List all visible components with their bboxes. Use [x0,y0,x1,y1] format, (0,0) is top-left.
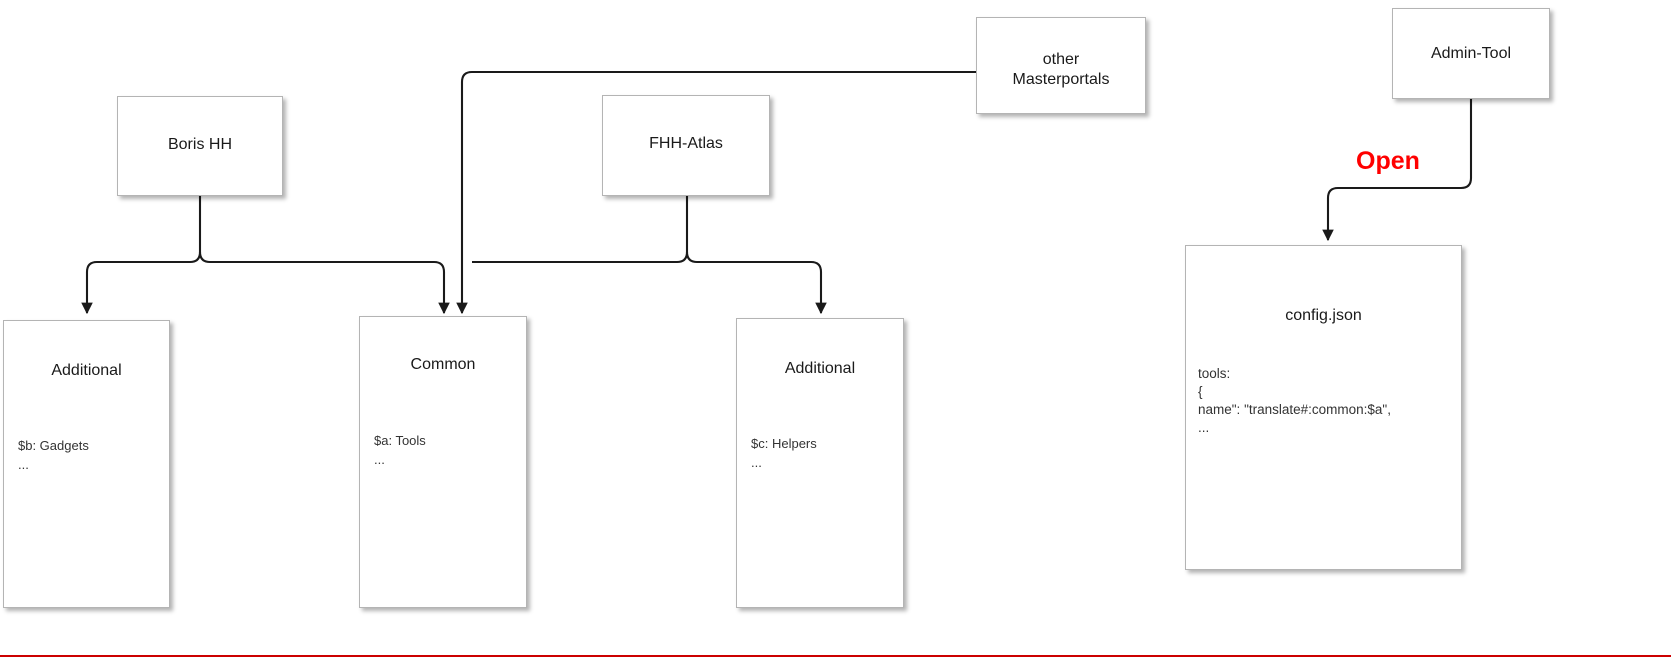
node-additional-right-title: Additional [784,360,856,377]
edge-fhh-to-additional-right [685,251,827,315]
node-boris-hh[interactable]: Boris HH [117,96,283,196]
node-config-json[interactable]: config.json tools: { name": "translate#:… [1185,245,1462,570]
node-other-masterportals[interactable]: other Masterportals [976,17,1146,114]
node-fhh-atlas[interactable]: FHH-Atlas [602,95,770,196]
node-admin-tool-title: Admin-Tool [1430,45,1512,62]
node-additional-left-body: $b: Gadgets ... [18,438,89,472]
node-additional-left-title: Additional [51,362,122,379]
edge-label-open: Open [1356,147,1420,175]
edge-boris-to-common [198,251,450,315]
node-other-masterportals-title: other Masterportals [1012,51,1110,88]
node-common-body: $a: Tools ... [374,433,426,467]
bottom-red-rule [0,655,1671,657]
node-boris-hh-title: Boris HH [167,136,232,153]
node-admin-tool[interactable]: Admin-Tool [1392,8,1550,99]
node-additional-left[interactable]: Additional $b: Gadgets ... [3,320,170,608]
node-fhh-atlas-title: FHH-Atlas [649,135,723,152]
node-config-json-body: tools: { name": "translate#:common:$a", … [1198,366,1391,435]
node-common[interactable]: Common $a: Tools ... [359,316,527,608]
node-additional-right-body: $c: Helpers ... [751,436,817,470]
node-common-title: Common [410,356,476,373]
node-config-json-title: config.json [1285,307,1362,324]
edge-boris-to-additional-left [81,251,202,315]
edge-fhh-to-common [472,251,689,264]
node-additional-right[interactable]: Additional $c: Helpers ... [736,318,904,608]
